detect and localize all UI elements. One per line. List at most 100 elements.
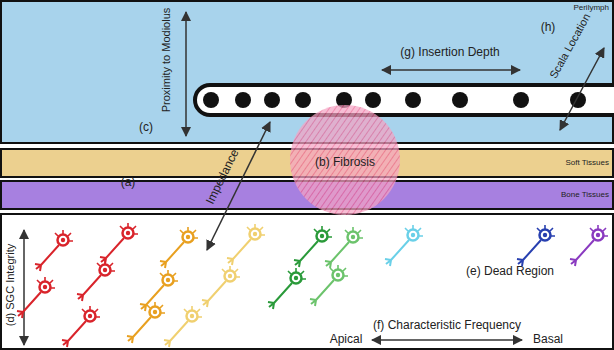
soma — [150, 307, 161, 318]
nucleus — [543, 233, 547, 237]
neuron — [140, 270, 178, 311]
neuron — [62, 306, 100, 347]
nucleus — [153, 310, 157, 314]
axon — [160, 242, 184, 268]
band-label: Perilymph — [573, 3, 609, 12]
neuron-region — [1, 214, 613, 349]
soma — [100, 265, 111, 276]
neuron — [17, 277, 55, 318]
soma — [291, 273, 302, 284]
axon — [268, 283, 292, 309]
soma — [348, 232, 359, 243]
proximity-arrow — [185, 12, 187, 136]
axon — [310, 280, 334, 306]
nucleus — [103, 268, 107, 272]
electrode-contact — [513, 92, 529, 108]
axon — [35, 245, 59, 271]
soma — [408, 230, 419, 241]
axon — [227, 239, 251, 265]
neuron — [202, 266, 240, 307]
nucleus — [336, 273, 340, 277]
region-label: (e) Dead Region — [466, 265, 554, 279]
soma — [317, 231, 328, 242]
nucleus — [166, 278, 170, 282]
axon — [62, 321, 86, 347]
soma — [85, 311, 96, 322]
neuron — [100, 223, 138, 264]
nucleus — [190, 314, 194, 318]
insertion-depth-arrow — [382, 69, 520, 71]
neuron — [385, 225, 423, 266]
axis-label: (d) SGC Integrity — [4, 244, 17, 327]
axon — [385, 240, 409, 266]
nucleus — [88, 314, 92, 318]
nucleus — [126, 231, 130, 235]
neuron — [77, 260, 115, 301]
axon — [325, 242, 349, 268]
electrode-array — [195, 85, 614, 115]
neuron — [268, 268, 306, 309]
nucleus — [320, 234, 324, 238]
fibrosis-circle — [290, 105, 400, 215]
callout-letter: (h) — [541, 21, 556, 35]
axon — [77, 275, 101, 301]
soma — [123, 228, 134, 239]
band-label: Bone Tissues — [561, 190, 609, 199]
axon — [517, 240, 541, 266]
neuron — [570, 225, 608, 266]
soma — [183, 232, 194, 243]
soma — [187, 311, 198, 322]
nucleus — [186, 235, 190, 239]
soma — [225, 271, 236, 282]
soma — [163, 275, 174, 286]
axon — [202, 281, 226, 307]
band-label: Soft Tissues — [565, 158, 609, 167]
frequency-arrow — [372, 339, 522, 341]
sgc-integrity-arrow — [23, 230, 25, 345]
nucleus — [61, 238, 65, 242]
axon — [294, 241, 318, 267]
neuron — [310, 265, 348, 306]
axis-label: Proximity to Modiolus — [160, 8, 173, 113]
nucleus — [351, 235, 355, 239]
end-label: Apical — [330, 333, 363, 347]
neuron — [35, 230, 73, 271]
region-label: (b) Fibrosis — [315, 156, 375, 170]
neuron — [127, 302, 165, 343]
fibrosis-region: (b) Fibrosis — [289, 104, 401, 216]
spiral-ganglion-cells — [17, 223, 608, 347]
soma — [540, 230, 551, 241]
axis-label: (f) Characteristic Frequency — [373, 319, 521, 333]
soma — [333, 270, 344, 281]
electrode-contact — [452, 92, 468, 108]
neuron — [160, 227, 198, 268]
neuron — [227, 224, 265, 265]
nucleus — [253, 232, 257, 236]
electrode-contact — [405, 92, 421, 108]
nucleus — [43, 285, 47, 289]
nucleus — [596, 233, 600, 237]
electrode-contact — [235, 92, 251, 108]
nucleus — [228, 274, 232, 278]
electrode-contact — [264, 92, 280, 108]
axon — [570, 240, 594, 266]
neuron — [517, 225, 555, 266]
electrode-contact — [203, 92, 219, 108]
axis-label: (g) Insertion Depth — [400, 46, 499, 60]
electrode-contact — [365, 92, 381, 108]
electrode-contacts — [203, 92, 586, 108]
axon — [100, 238, 124, 264]
soma — [58, 235, 69, 246]
soma — [593, 230, 604, 241]
neuron — [164, 306, 202, 347]
callout-letter: (c) — [139, 121, 153, 135]
soma — [40, 282, 51, 293]
end-label: Basal — [533, 333, 563, 347]
soma — [250, 229, 261, 240]
axon — [17, 292, 41, 318]
nucleus — [411, 233, 415, 237]
callout-letter: (a) — [121, 176, 136, 190]
axon — [127, 317, 151, 343]
axon — [164, 321, 188, 347]
